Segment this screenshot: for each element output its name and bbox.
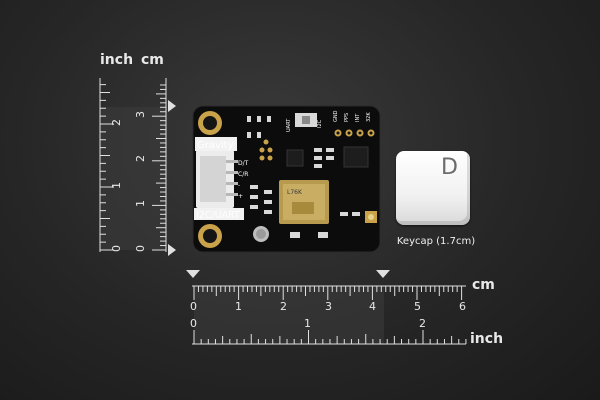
pin-label-dt: D/T — [238, 160, 249, 167]
pin-label-minus: - — [238, 182, 240, 189]
h-cm-tick-0: 0 — [190, 300, 197, 313]
bottom-arrow-marker — [168, 244, 176, 256]
pin-label-32k: 32K — [366, 112, 372, 122]
pin-label-pps: PPS — [344, 113, 350, 122]
h-inch-tick-0: 0 — [190, 317, 197, 330]
pin-label-int: INT — [355, 113, 361, 122]
switch-label-uart: UART — [286, 118, 292, 132]
h-cm-tick-6: 6 — [459, 300, 466, 313]
mounting-hole-bottom-left — [198, 224, 222, 248]
horizontal-cm-label: cm — [472, 277, 495, 293]
v-inch-tick-1: 1 — [110, 182, 123, 189]
keycap-letter: D — [441, 155, 458, 180]
h-cm-tick-5: 5 — [414, 300, 421, 313]
pin-label-cr: C/R — [238, 171, 248, 178]
v-cm-tick-3: 3 — [134, 111, 147, 118]
v-cm-tick-2: 2 — [134, 155, 147, 162]
h-inch-tick-1: 1 — [304, 317, 311, 330]
pin-label-gnd: GND — [333, 110, 339, 122]
vertical-cm-label: cm — [141, 52, 164, 68]
h-cm-tick-3: 3 — [325, 300, 332, 313]
horizontal-ruler-shade — [194, 286, 384, 344]
right-arrow-marker — [376, 270, 390, 278]
pin-label-plus: + — [238, 193, 243, 200]
h-cm-tick-4: 4 — [369, 300, 376, 313]
v-cm-tick-0: 0 — [134, 245, 147, 252]
vertical-inch-label: inch — [100, 52, 134, 68]
board-interface: I2C/UART — [196, 210, 240, 221]
ic-chip — [286, 149, 304, 167]
mounting-hole-top-left — [198, 111, 222, 135]
left-arrow-marker — [186, 270, 200, 278]
h-inch-tick-2: 2 — [419, 317, 426, 330]
v-inch-tick-0: 0 — [110, 245, 123, 252]
switch-label-i2c: I2C — [317, 119, 323, 128]
keycap-caption: Keycap (1.7cm) — [396, 236, 476, 247]
right-pin-header — [334, 129, 375, 137]
keycap-reference: D — [396, 151, 470, 225]
board-title: Gravity — [197, 140, 234, 151]
module-marking: L76K — [287, 189, 303, 196]
horizontal-inch-label: inch — [470, 331, 504, 347]
h-cm-tick-1: 1 — [235, 300, 242, 313]
vertical-ruler-shade — [100, 107, 166, 250]
v-cm-tick-1: 1 — [134, 200, 147, 207]
ic-chip — [343, 146, 369, 168]
h-cm-tick-2: 2 — [280, 300, 287, 313]
v-inch-tick-2: 2 — [110, 119, 123, 126]
top-arrow-marker — [168, 100, 176, 112]
